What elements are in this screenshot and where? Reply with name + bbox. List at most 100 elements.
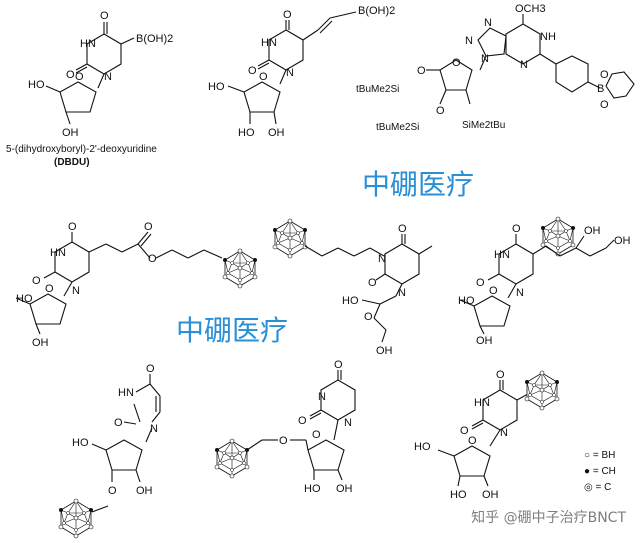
dotted-circle-icon: ◎: [584, 482, 593, 493]
legend-ch-text: = CH: [592, 466, 616, 477]
author-credit: 知乎 @硼中子治疗BNCT: [471, 510, 626, 526]
vinyl-hn-label: HN: [261, 37, 277, 49]
diol-o-label: O: [512, 223, 521, 235]
guano-n3-label: N: [481, 53, 489, 65]
open-hn-label: HN: [118, 387, 134, 399]
urid-o2-label: O: [460, 425, 469, 437]
guano-n4-label: N: [520, 59, 528, 71]
guano-tbs3-label: SiMe2tBu: [462, 120, 505, 131]
diol-ring-o-label: O: [489, 285, 498, 297]
legend-item-c: ◎ = C: [584, 480, 616, 496]
dbdu-hn-label: HN: [80, 38, 96, 50]
molecule-carborane-diol: O OH OH HN O N HO O OH: [458, 216, 631, 347]
thym-ring-o-label: O: [364, 311, 373, 323]
open-circle-icon: ○: [584, 450, 591, 461]
dbdu-boh2-label: B(OH)2: [136, 33, 173, 45]
guano-tbs1-label: tBuMe2Si: [356, 84, 399, 95]
ester-n-label: N: [72, 285, 80, 297]
methoxy-o2-label: O: [298, 415, 307, 427]
guano-o2-label: O: [600, 99, 609, 111]
ester-o2-label: O: [32, 275, 41, 287]
open-o3-label: O: [108, 485, 117, 497]
urid-o-label: O: [496, 369, 505, 381]
ester-ho-label: HO: [16, 293, 33, 305]
ester-ring-o-label: O: [45, 283, 54, 295]
vinyl-boh2-label: B(OH)2: [358, 5, 395, 17]
urid-n-label: N: [500, 427, 508, 439]
guano-tbs2-label: tBuMe2Si: [376, 122, 419, 133]
diol-o2-label: O: [476, 277, 485, 289]
guano-n2-label: N: [465, 35, 473, 47]
thym-o-label: O: [398, 223, 407, 235]
guano-n1-label: N: [484, 17, 492, 29]
urid-hn-label: HN: [474, 397, 490, 409]
molecule-dbdu: O B(OH)2 HN O N HO O OH 5-(dihydroxybory…: [6, 10, 173, 168]
diol-ho-label: HO: [458, 295, 475, 307]
guano-o3-label: O: [436, 105, 445, 117]
methoxy-ring-o-label: O: [312, 429, 321, 441]
open-o2-label: O: [114, 417, 123, 429]
ester-hn-label: HN: [50, 247, 66, 259]
watermark-2: 中硼医疗: [176, 314, 288, 347]
molecule-open-chain: O HN O N HO O OH: [58, 363, 161, 539]
molecule-carborane-ester: O O O HN O N HO O OH: [15, 221, 258, 349]
thym-oh-label: OH: [376, 345, 393, 357]
dbdu-oh-label: OH: [62, 127, 79, 139]
urid-oh-label: OH: [482, 489, 499, 501]
molecule-carborane-thymidine: O N O N HO O OH: [272, 218, 433, 357]
dbdu-ring-o-label: O: [75, 71, 84, 83]
guano-b-label: B: [597, 83, 604, 95]
diol-hn-label: HN: [494, 249, 510, 261]
legend-bh-text: = BH: [592, 450, 616, 461]
dbdu-o2-label: O: [66, 69, 75, 81]
molecule-guanosine-boron: OCH3 N N NH N N B O O O O tBuMe2Si tBuMe…: [356, 3, 635, 133]
thym-n2-label: N: [398, 287, 406, 299]
diol-oh2-label: OH: [614, 235, 631, 247]
vinyl-o-label: O: [283, 9, 292, 21]
methoxy-oh-label: OH: [336, 483, 353, 495]
vinyl-ring-o-label: O: [259, 71, 268, 83]
guano-nh-label: NH: [540, 31, 556, 43]
vinyl-o2-label: O: [248, 65, 257, 77]
diol-oh1-label: OH: [584, 225, 601, 237]
atom-legend: ○ = BH ● = CH ◎ = C: [584, 448, 616, 496]
vinyl-ho-label: HO: [208, 81, 225, 93]
ester-co-label: O: [144, 221, 153, 233]
filled-circle-icon: ●: [584, 466, 591, 477]
guano-o5-label: O: [417, 65, 426, 77]
urid-ring-o-label: O: [468, 435, 477, 447]
thym-ho-label: HO: [342, 295, 359, 307]
methoxy-ho-label: HO: [304, 483, 321, 495]
ester-o-label: O: [68, 221, 77, 233]
diol-n-label: N: [516, 287, 524, 299]
methoxy-o-label: O: [334, 359, 343, 371]
methoxy-n1-label: N: [318, 391, 326, 403]
guano-ring-o-label: O: [452, 57, 461, 69]
legend-c-text: = C: [595, 482, 612, 493]
urid-ho2-label: HO: [450, 489, 467, 501]
thym-n1-label: N: [378, 253, 386, 265]
ester-oh-label: OH: [32, 337, 49, 349]
molecule-carborane-uridine: O HN O N HO O HO OH: [414, 369, 560, 501]
legend-item-bh: ○ = BH: [584, 448, 616, 464]
vinyl-oh-label: OH: [268, 127, 285, 139]
vinyl-n-label: N: [286, 67, 294, 79]
dbdu-ho-label: HO: [28, 79, 45, 91]
open-ho-label: HO: [72, 437, 89, 449]
dbdu-caption: 5-(dihydroxyboryl)-2'-deoxyuridine: [6, 144, 157, 155]
guano-o1-label: O: [600, 69, 609, 81]
thym-o2-label: O: [368, 277, 377, 289]
dbdu-n-label: N: [104, 71, 112, 83]
watermark-1: 中硼医疗: [362, 168, 474, 201]
guano-och3-label: OCH3: [515, 3, 546, 15]
methoxy-n2-label: N: [344, 417, 352, 429]
legend-item-ch: ● = CH: [584, 464, 616, 480]
diol-oh-label: OH: [476, 335, 493, 347]
open-o-label: O: [146, 363, 155, 375]
methoxy-ether-o-label: O: [279, 435, 288, 447]
ester-oc-label: O: [148, 253, 157, 265]
open-n-label: N: [150, 423, 158, 435]
dbdu-o-label: O: [100, 10, 109, 22]
